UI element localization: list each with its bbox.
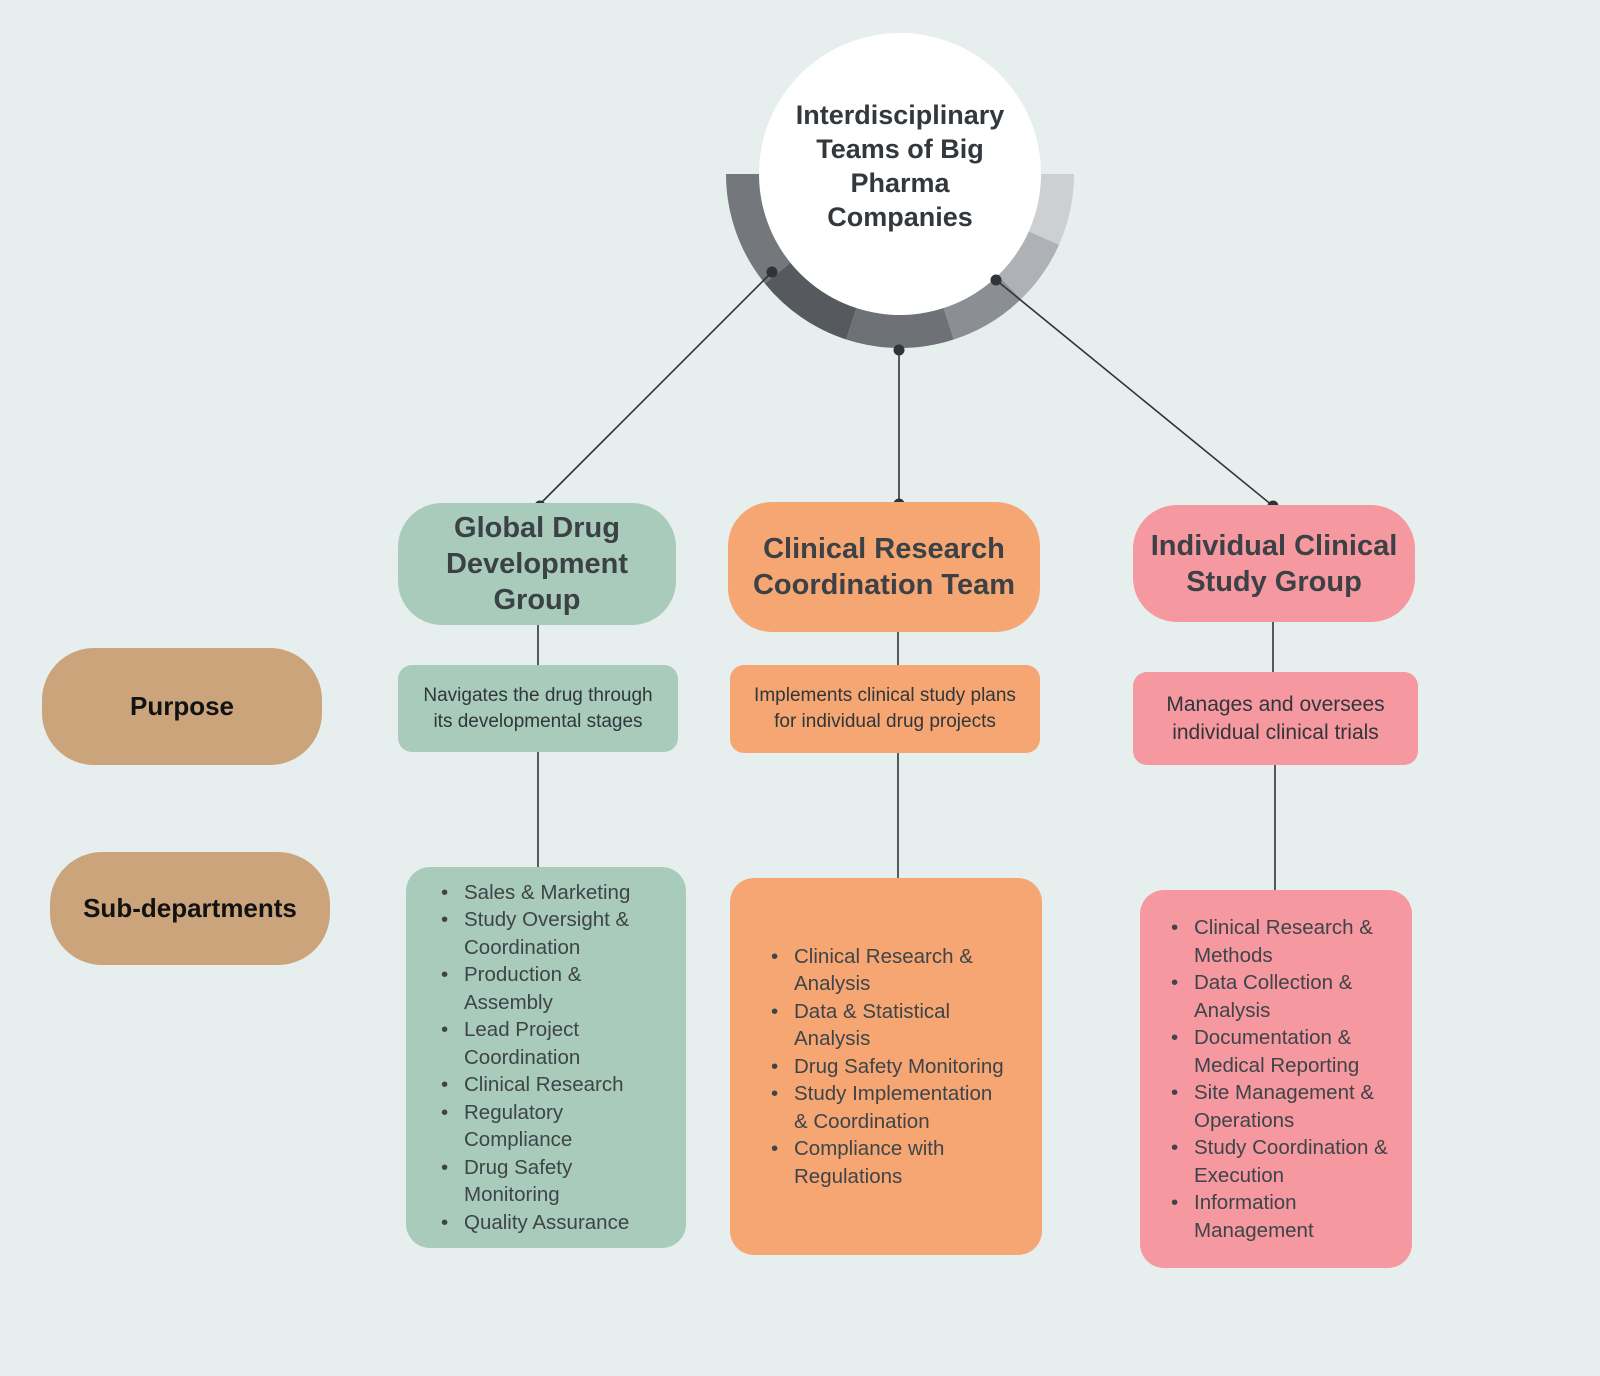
connector-dot — [893, 344, 905, 356]
arc-segment — [764, 257, 859, 340]
subdepartments-list: Clinical Research & AnalysisData & Stati… — [766, 943, 1008, 1191]
connector-dot — [766, 266, 778, 278]
arc-segment — [992, 228, 1059, 300]
list-item: Information Management — [1166, 1189, 1398, 1244]
subdepartments-box-clinical-research-coordination-team: Clinical Research & AnalysisData & Stati… — [730, 878, 1042, 1255]
list-item: Clinical Research — [436, 1071, 662, 1099]
list-item: Study Oversight & Coordination — [436, 906, 662, 961]
column-header-individual-clinical-study-group: Individual Clinical Study Group — [1133, 505, 1415, 622]
list-item: Drug Safety Monitoring — [436, 1154, 662, 1209]
purpose-box-clinical-research-coordination-team: Implements clinical study plans for indi… — [730, 665, 1040, 753]
connector-dot — [990, 274, 1002, 286]
list-item: Production & Assembly — [436, 961, 662, 1016]
diagram-title: Interdisciplinary Teams of Big Pharma Co… — [795, 100, 1005, 232]
list-item: Clinical Research & Analysis — [766, 943, 1008, 998]
connector-lines — [537, 271, 1276, 892]
arc-segment — [726, 174, 797, 284]
connector-line — [995, 279, 1274, 507]
list-item: Study Implementation & Coordination — [766, 1080, 1008, 1135]
list-item: Data & Statistical Analysis — [766, 998, 1008, 1053]
list-item: Documentation & Medical Reporting — [1166, 1024, 1398, 1079]
list-item: Study Coordination & Execution — [1166, 1134, 1398, 1189]
list-item: Data Collection & Analysis — [1166, 969, 1398, 1024]
list-item: Sales & Marketing — [436, 879, 662, 907]
column-header-global-drug-development-group: Global Drug Development Group — [398, 503, 676, 625]
sub-departments-row-label: Sub-departments — [50, 852, 330, 965]
list-item: Clinical Research & Methods — [1166, 914, 1398, 969]
list-item: Regulatory Compliance — [436, 1099, 662, 1154]
list-item: Compliance with Regulations — [766, 1135, 1008, 1190]
list-item: Quality Assurance — [436, 1209, 662, 1237]
subdepartments-list: Sales & MarketingStudy Oversight & Coord… — [436, 879, 662, 1237]
subdepartments-box-individual-clinical-study-group: Clinical Research & MethodsData Collecti… — [1140, 890, 1412, 1268]
list-item: Site Management & Operations — [1166, 1079, 1398, 1134]
subdepartments-box-global-drug-development-group: Sales & MarketingStudy Oversight & Coord… — [406, 867, 686, 1248]
center-circle — [759, 33, 1041, 315]
arc-segment — [941, 269, 1021, 340]
purpose-box-global-drug-development-group: Navigates the drug through its developme… — [398, 665, 678, 752]
list-item: Lead Project Coordination — [436, 1016, 662, 1071]
subdepartments-list: Clinical Research & MethodsData Collecti… — [1166, 914, 1398, 1244]
connector-line — [539, 271, 773, 505]
purpose-box-individual-clinical-study-group: Manages and oversees individual clinical… — [1133, 672, 1418, 765]
purpose-row-label: Purpose — [42, 648, 322, 765]
column-header-clinical-research-coordination-team: Clinical Research Coordination Team — [728, 502, 1040, 632]
list-item: Drug Safety Monitoring — [766, 1053, 1008, 1081]
